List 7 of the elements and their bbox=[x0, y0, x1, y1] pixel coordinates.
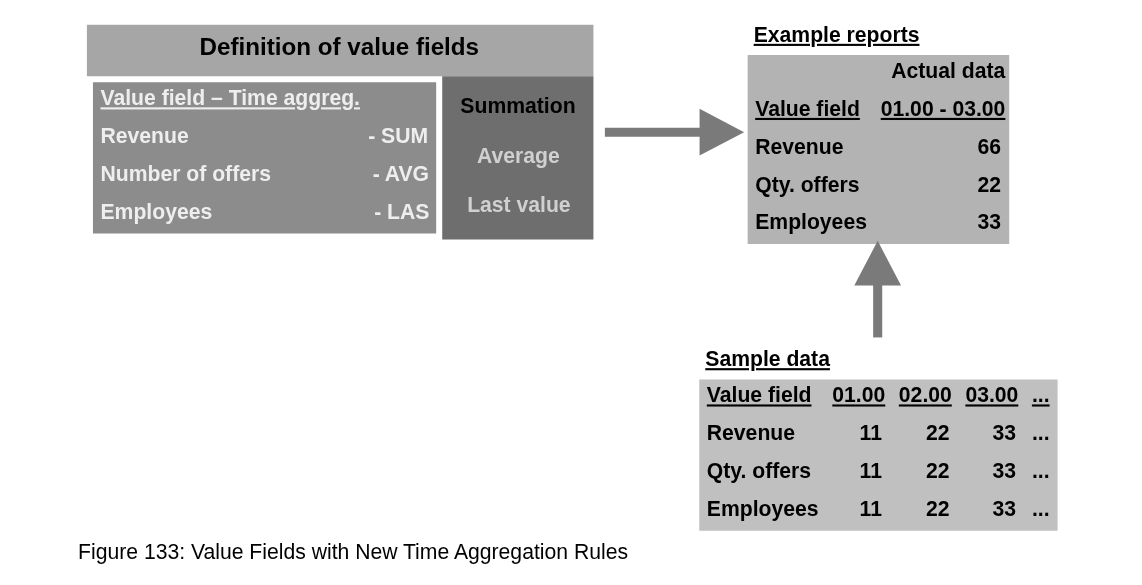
arrow bbox=[604, 108, 744, 156]
caption: Figure 133: Value Fields with New Time Aggregation Rules bbox=[77, 539, 628, 563]
arrow bbox=[853, 240, 901, 338]
node-box: Actual data Value field 01.00 - 03.00 Revenue 66 Qty. offers 22 Employees 33 bbox=[747, 55, 1009, 245]
node-box: Value field 01.00 02.00 03.00 ... Revenue 11 22 33 ... Qty. offers 11 22 33 ... Employees 11 22 33 ... bbox=[698, 379, 1058, 531]
node-label: Example reports bbox=[753, 22, 919, 46]
node-label: Sample data bbox=[704, 347, 830, 371]
